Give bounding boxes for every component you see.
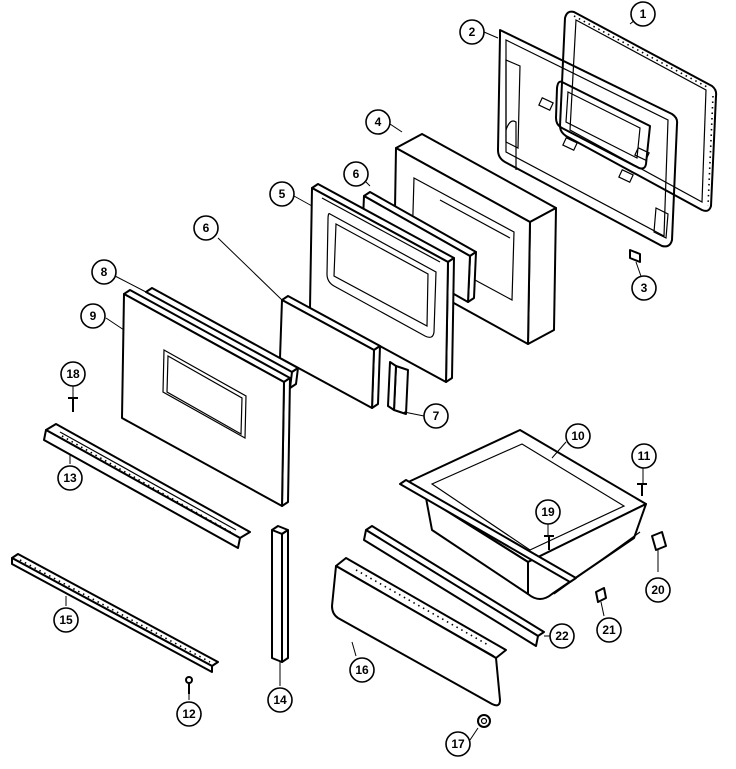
svg-text:4: 4 [375,115,382,129]
part-hinge-bracket [387,361,409,415]
callout-6-lower: 6 [193,215,219,241]
part-door-gasket [559,10,718,212]
part-drawer-pan [399,429,647,600]
callout-11: 11 [631,443,657,469]
svg-text:9: 9 [90,309,97,323]
part-drawer-front [331,557,507,707]
svg-text:22: 22 [555,629,569,643]
callout-14: 14 [267,687,293,713]
callout-12: 12 [176,701,202,727]
part-screw-18 [68,397,78,412]
part-glass-lower [279,295,381,409]
part-drawer-strip [363,525,545,647]
callout-16: 16 [349,657,375,683]
part-inner-door [497,29,679,248]
callout-21: 21 [596,617,622,643]
callouts: 1 2 3 4 5 6 6 7 8 9 10 11 12 13 14 15 16… [53,1,671,757]
callout-13: 13 [57,465,83,491]
part-glide [651,531,667,551]
svg-text:6: 6 [353,167,360,181]
svg-text:7: 7 [433,409,440,423]
svg-text:8: 8 [101,265,108,279]
svg-text:1: 1 [640,7,647,21]
svg-text:15: 15 [59,613,73,627]
svg-text:11: 11 [638,449,651,463]
svg-text:6: 6 [203,221,210,235]
part-outer-door [121,289,291,507]
callout-9: 9 [80,303,106,329]
part-screw-11 [637,483,647,496]
part-clip [629,249,641,263]
svg-text:18: 18 [66,367,80,381]
part-vertical-trim [271,525,289,663]
callout-4: 4 [365,109,391,135]
svg-text:16: 16 [355,663,369,677]
callout-20: 20 [645,577,671,603]
part-door-handle [43,423,251,549]
svg-text:17: 17 [451,737,465,751]
svg-text:21: 21 [602,623,616,637]
part-door-liner [309,183,455,383]
svg-text:5: 5 [279,187,286,201]
callout-17: 17 [445,731,471,757]
callout-7: 7 [423,403,449,429]
callout-3: 3 [631,275,657,301]
callout-22: 22 [549,623,575,649]
part-vent-strip [145,287,299,389]
svg-text:13: 13 [63,471,77,485]
callout-18: 18 [60,361,86,387]
svg-text:14: 14 [273,693,287,707]
svg-text:19: 19 [541,505,555,519]
part-trim-strip [11,553,219,673]
svg-text:3: 3 [641,281,648,295]
svg-text:20: 20 [651,583,665,597]
part-screw-12 [185,676,193,694]
callout-8: 8 [91,259,117,285]
callout-6-upper: 6 [343,161,369,187]
svg-text:10: 10 [571,429,585,443]
callout-1: 1 [630,1,656,27]
callout-19: 19 [535,499,561,525]
part-stop [595,587,607,603]
callout-10: 10 [565,423,591,449]
part-leveler [477,714,491,728]
svg-text:2: 2 [469,25,476,39]
callout-15: 15 [53,607,79,633]
part-screw-19 [544,535,554,550]
callout-2: 2 [459,19,485,45]
callout-5: 5 [269,181,295,207]
svg-text:12: 12 [182,707,196,721]
